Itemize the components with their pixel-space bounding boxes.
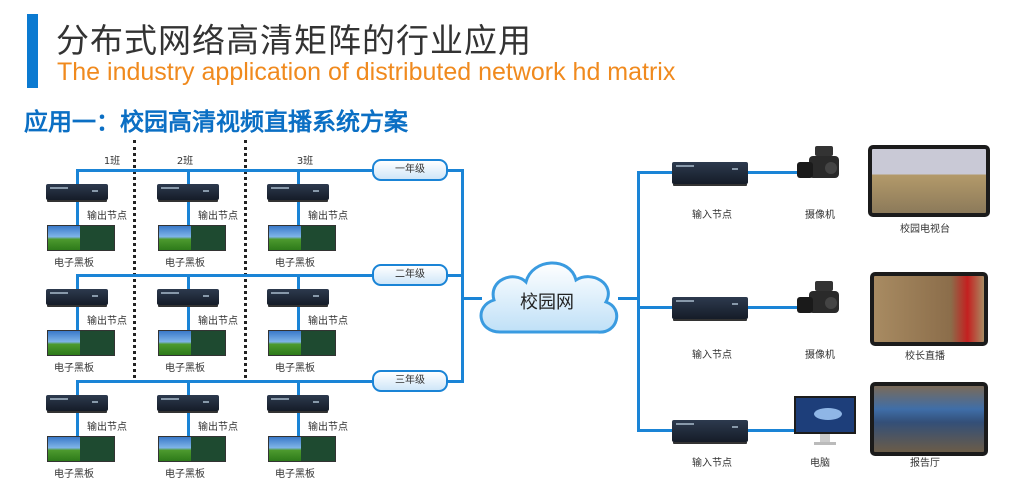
blackboard-label: 电子黑板 xyxy=(54,469,94,480)
electronic-blackboard xyxy=(47,436,115,462)
display-label: 校长直播 xyxy=(905,351,945,362)
connection-line xyxy=(297,381,300,441)
class-separator xyxy=(133,140,136,378)
output-node-device xyxy=(157,184,219,200)
camera-icon xyxy=(795,277,847,329)
camera-icon xyxy=(795,142,847,194)
grade-label: 一年级 xyxy=(372,159,448,181)
title-accent-bar xyxy=(27,14,38,88)
connection-line xyxy=(187,170,190,230)
display-screen xyxy=(870,272,988,346)
connection-line xyxy=(187,275,190,335)
output-node-label: 输出节点 xyxy=(198,211,238,222)
source-label: 电脑 xyxy=(810,458,830,469)
input-node-label: 输入节点 xyxy=(692,458,732,469)
output-node-device xyxy=(46,395,108,411)
blackboard-label: 电子黑板 xyxy=(54,363,94,374)
class-separator xyxy=(244,140,247,378)
electronic-blackboard xyxy=(47,225,115,251)
connection-line xyxy=(76,381,79,441)
connection-line xyxy=(297,170,300,230)
page-title: 分布式网络高清矩阵的行业应用 xyxy=(56,21,532,60)
cloud-label: 校园网 xyxy=(520,292,574,313)
output-node-label: 输出节点 xyxy=(308,422,348,433)
source-label: 摄像机 xyxy=(805,210,835,221)
display-label: 校园电视台 xyxy=(900,224,950,235)
connection-line xyxy=(638,171,678,174)
electronic-blackboard xyxy=(47,330,115,356)
output-node-device xyxy=(267,289,329,305)
desktop-screen xyxy=(159,437,191,461)
desktop-screen xyxy=(269,226,301,250)
blackboard-label: 电子黑板 xyxy=(165,363,205,374)
desktop-screen xyxy=(48,437,80,461)
blackboard-label: 电子黑板 xyxy=(275,258,315,269)
desktop-screen xyxy=(269,331,301,355)
output-node-device xyxy=(157,289,219,305)
grade-bus-line xyxy=(76,274,464,277)
desktop-screen xyxy=(159,331,191,355)
electronic-blackboard xyxy=(268,330,336,356)
electronic-blackboard xyxy=(268,225,336,251)
connection-line xyxy=(618,297,640,300)
blackboard-label: 电子黑板 xyxy=(275,363,315,374)
desktop-screen xyxy=(269,437,301,461)
output-node-label: 输出节点 xyxy=(87,211,127,222)
input-node-device xyxy=(672,420,748,442)
input-trunk-line xyxy=(637,171,640,432)
output-node-label: 输出节点 xyxy=(198,316,238,327)
desktop-screen xyxy=(159,226,191,250)
display-screen xyxy=(868,145,990,217)
connection-line xyxy=(76,275,79,335)
grade-bus-line xyxy=(76,169,464,172)
connection-line xyxy=(748,429,798,432)
connection-line xyxy=(748,306,798,309)
output-node-device xyxy=(46,184,108,200)
campus-network-cloud: 校园网 xyxy=(470,250,624,346)
connection-line xyxy=(638,429,678,432)
output-node-label: 输出节点 xyxy=(87,422,127,433)
input-node-device xyxy=(672,297,748,319)
connection-line xyxy=(748,171,798,174)
section-heading: 应用一：校园高清视频直播系统方案 xyxy=(24,108,408,136)
grade-label: 三年级 xyxy=(372,370,448,392)
connection-line xyxy=(297,275,300,335)
connection-line xyxy=(462,297,482,300)
monitor-icon xyxy=(794,396,856,452)
electronic-blackboard xyxy=(158,436,226,462)
input-node-label: 输入节点 xyxy=(692,210,732,221)
grade-bus-line xyxy=(76,380,464,383)
blackboard-label: 电子黑板 xyxy=(165,469,205,480)
class-label: 1班 xyxy=(103,156,121,167)
display-label: 报告厅 xyxy=(910,458,940,469)
desktop-screen xyxy=(48,226,80,250)
electronic-blackboard xyxy=(158,225,226,251)
electronic-blackboard xyxy=(158,330,226,356)
output-node-label: 输出节点 xyxy=(87,316,127,327)
page-subtitle: The industry application of distributed … xyxy=(57,58,676,86)
blackboard-label: 电子黑板 xyxy=(54,258,94,269)
electronic-blackboard xyxy=(268,436,336,462)
grade-label: 二年级 xyxy=(372,264,448,286)
class-label: 3班 xyxy=(296,156,314,167)
blackboard-label: 电子黑板 xyxy=(275,469,315,480)
output-node-device xyxy=(267,395,329,411)
connection-line xyxy=(76,170,79,230)
input-node-device xyxy=(672,162,748,184)
connection-line xyxy=(638,306,678,309)
class-label: 2班 xyxy=(176,156,194,167)
source-label: 摄像机 xyxy=(805,350,835,361)
connection-line xyxy=(187,381,190,441)
output-node-label: 输出节点 xyxy=(308,316,348,327)
desktop-screen xyxy=(48,331,80,355)
output-node-device xyxy=(157,395,219,411)
input-node-label: 输入节点 xyxy=(692,350,732,361)
display-screen xyxy=(870,382,988,456)
output-node-device xyxy=(267,184,329,200)
output-node-device xyxy=(46,289,108,305)
output-node-label: 输出节点 xyxy=(198,422,238,433)
blackboard-label: 电子黑板 xyxy=(165,258,205,269)
cloud-icon xyxy=(479,261,619,334)
output-node-label: 输出节点 xyxy=(308,211,348,222)
